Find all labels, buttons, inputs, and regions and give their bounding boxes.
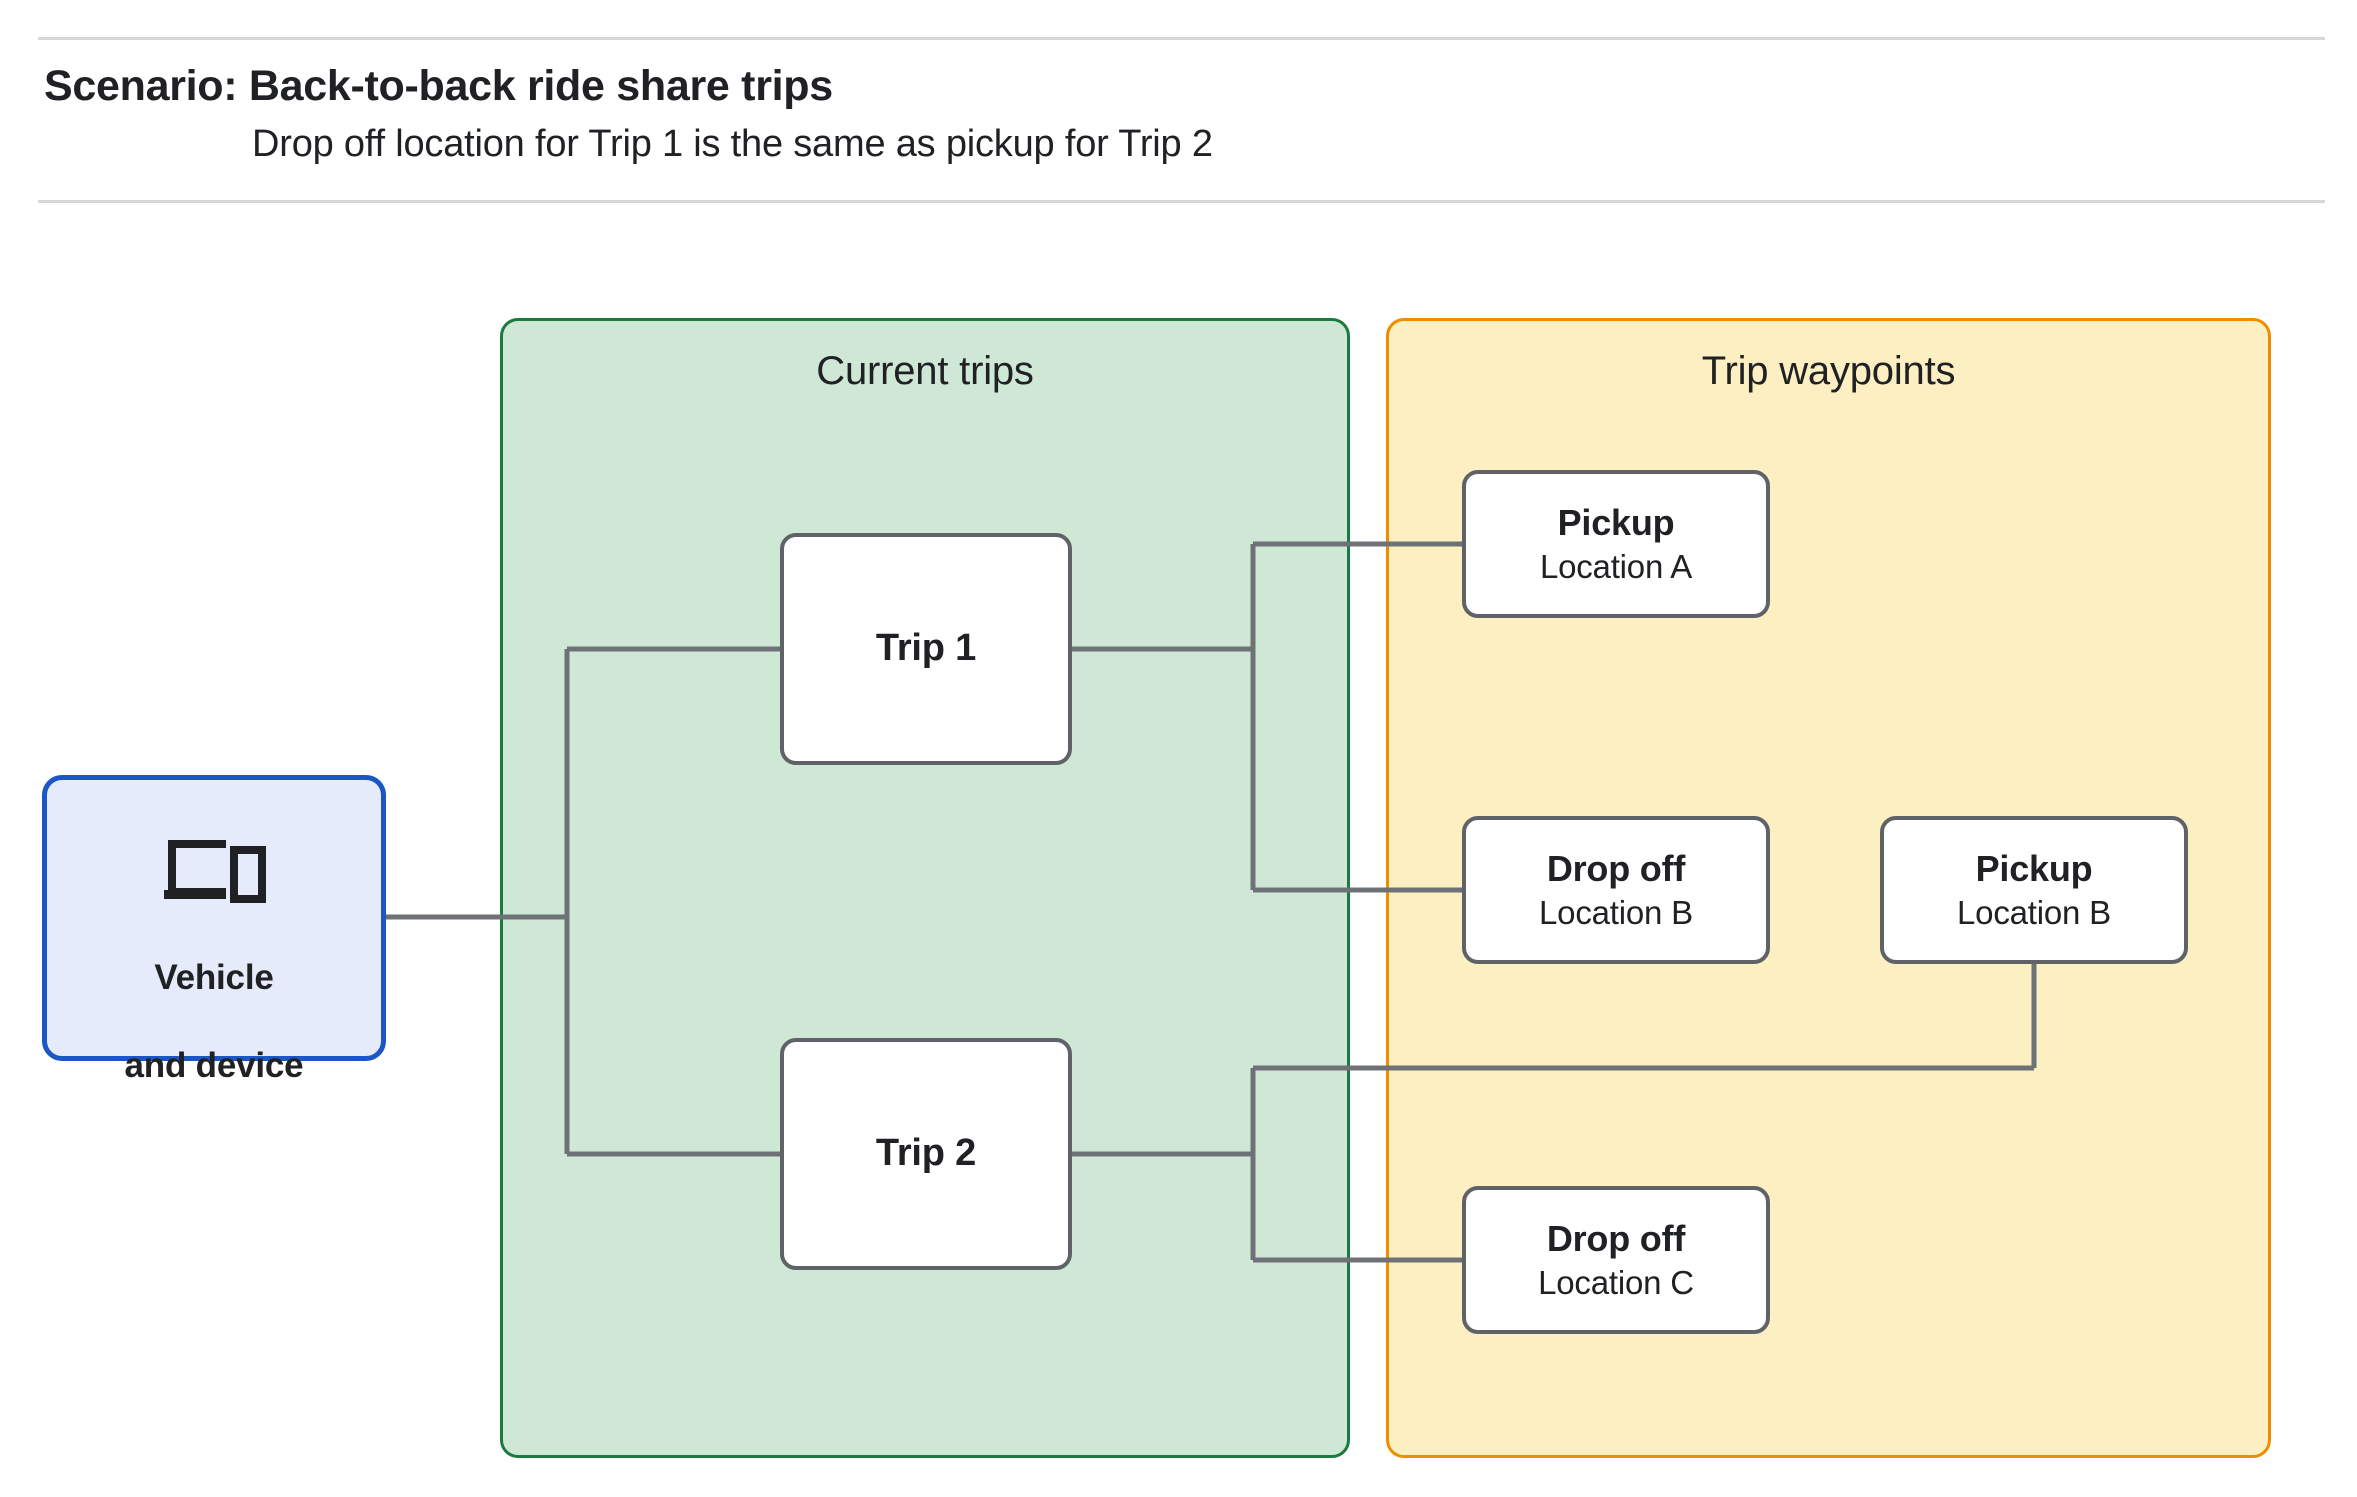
node-vehicle-label-line2: and device	[124, 1046, 304, 1086]
header-divider-top	[38, 37, 2325, 40]
node-dropoff-b-title: Drop off	[1546, 848, 1686, 890]
node-pickup-a-title: Pickup	[1557, 502, 1675, 544]
node-pickup-a-location: Location A	[1539, 547, 1693, 585]
node-vehicle-label-line1: Vehicle	[154, 958, 274, 997]
header-divider-bottom	[38, 200, 2325, 203]
group-current-trips: Current trips	[500, 318, 1350, 1458]
node-dropoff-location-c[interactable]: Drop off Location C	[1462, 1186, 1770, 1334]
node-trip-2[interactable]: Trip 2	[780, 1038, 1072, 1270]
page-title: Scenario: Back-to-back ride share trips	[44, 62, 833, 110]
group-trip-waypoints-title: Trip waypoints	[1701, 349, 1956, 393]
node-dropoff-b-location: Location B	[1539, 893, 1693, 931]
node-pickup-b-title: Pickup	[1975, 848, 2093, 890]
node-pickup-location-b[interactable]: Pickup Location B	[1880, 816, 2188, 964]
node-dropoff-c-location: Location C	[1538, 1263, 1694, 1301]
node-trip-1[interactable]: Trip 1	[780, 533, 1072, 765]
node-trip-1-label: Trip 1	[875, 627, 977, 670]
node-dropoff-c-title: Drop off	[1546, 1218, 1686, 1260]
node-pickup-b-location: Location B	[1957, 893, 2111, 931]
page-subtitle: Drop off location for Trip 1 is the same…	[252, 123, 1213, 165]
node-trip-2-label: Trip 2	[875, 1132, 977, 1175]
group-current-trips-title: Current trips	[816, 349, 1034, 393]
node-vehicle-and-device[interactable]: Vehicle and device	[42, 775, 386, 1085]
devices-icon	[162, 832, 266, 910]
node-dropoff-location-b[interactable]: Drop off Location B	[1462, 816, 1770, 964]
node-pickup-location-a[interactable]: Pickup Location A	[1462, 470, 1770, 618]
